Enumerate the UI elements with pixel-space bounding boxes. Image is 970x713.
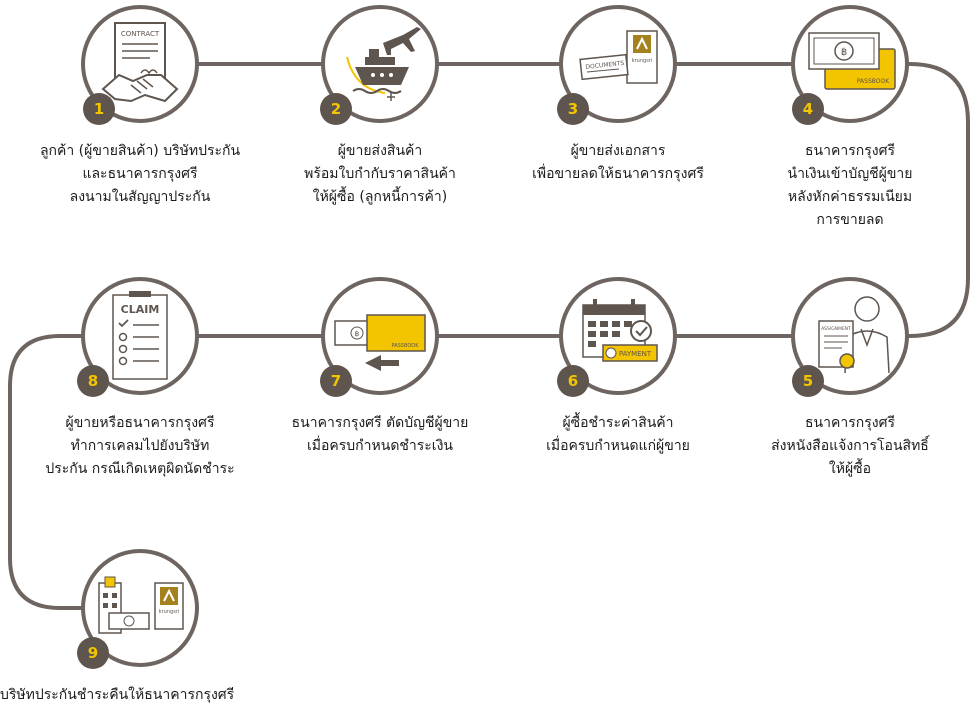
svg-text:ASSIGNMENT: ASSIGNMENT (821, 326, 851, 332)
step-2-badge: 2 (320, 93, 352, 125)
step-9-badge: 9 (77, 637, 109, 669)
svg-text:CONTRACT: CONTRACT (121, 30, 160, 38)
svg-text:฿: ฿ (355, 330, 359, 338)
step-4-badge: 4 (792, 93, 824, 125)
step-5-caption: ธนาคารกรุงศรีส่งหนังสือแจ้งการโอนสิทธิ์ใ… (771, 415, 929, 477)
contract-handshake-icon: CONTRACT (101, 22, 179, 103)
banknote-passbook-icon: PASSBOOK ฿ (808, 32, 896, 90)
assignment-person-icon: ASSIGNMENT (818, 296, 890, 374)
step-1-caption: ลูกค้า (ผู้ขายสินค้า) บริษัทประกันและธนา… (39, 143, 241, 205)
calendar-payment-icon: PAYMENT (582, 299, 658, 362)
step-8-caption: ผู้ขายหรือธนาคารกรุงศรีทำการเคลมไปยังบริ… (45, 415, 235, 477)
step-9-caption: บริษัทประกันชำระคืนให้ธนาคารกรุงศรี (0, 687, 235, 703)
svg-text:PASSBOOK: PASSBOOK (857, 78, 890, 85)
step-3-badge: 3 (557, 93, 589, 125)
step-8-badge: 8 (77, 365, 109, 397)
step-7-caption: ธนาคารกรุงศรี ตัดบัญชีผู้ขายเมื่อครบกำหน… (291, 415, 469, 454)
step-4-caption: ธนาคารกรุงศรีนำเงินเข้าบัญชีผู้ขายหลังหั… (787, 143, 913, 228)
step-6-caption: ผู้ซื้อชำระค่าสินค้าเมื่อครบกำหนดแก่ผู้ข… (546, 415, 690, 454)
step-3-caption: ผู้ขายส่งเอกสารเพื่อขายลดให้ธนาคารกรุงศร… (532, 143, 704, 182)
svg-text:PASSBOOK: PASSBOOK (392, 343, 420, 349)
step-6-badge: 6 (557, 365, 589, 397)
svg-text:krungsri: krungsri (159, 609, 180, 615)
insurer-repay-bank-icon: krungsri (98, 576, 184, 634)
documents-to-bank-icon: krungsri DOCUMENTS (579, 30, 658, 84)
step-5-badge: 5 (792, 365, 824, 397)
step-9-circle: krungsri (81, 549, 199, 667)
step-2-caption: ผู้ขายส่งสินค้าพร้อมใบกำกับราคาสินค้าให้… (304, 143, 456, 205)
svg-text:CLAIM: CLAIM (121, 303, 160, 316)
step-8-circle: CLAIM (81, 277, 199, 395)
passbook-debit-icon: ฿ PASSBOOK (334, 314, 426, 371)
step-1-circle: CONTRACT (81, 5, 199, 123)
step-7-badge: 7 (320, 365, 352, 397)
step-1-badge: 1 (83, 93, 115, 125)
svg-text:฿: ฿ (841, 47, 847, 58)
claim-checklist-icon: CLAIM (112, 291, 168, 380)
svg-text:DOCUMENTS: DOCUMENTS (585, 60, 625, 71)
ship-airplane-icon (346, 27, 421, 101)
svg-text:PAYMENT: PAYMENT (619, 350, 652, 358)
svg-text:krungsri: krungsri (632, 58, 653, 64)
